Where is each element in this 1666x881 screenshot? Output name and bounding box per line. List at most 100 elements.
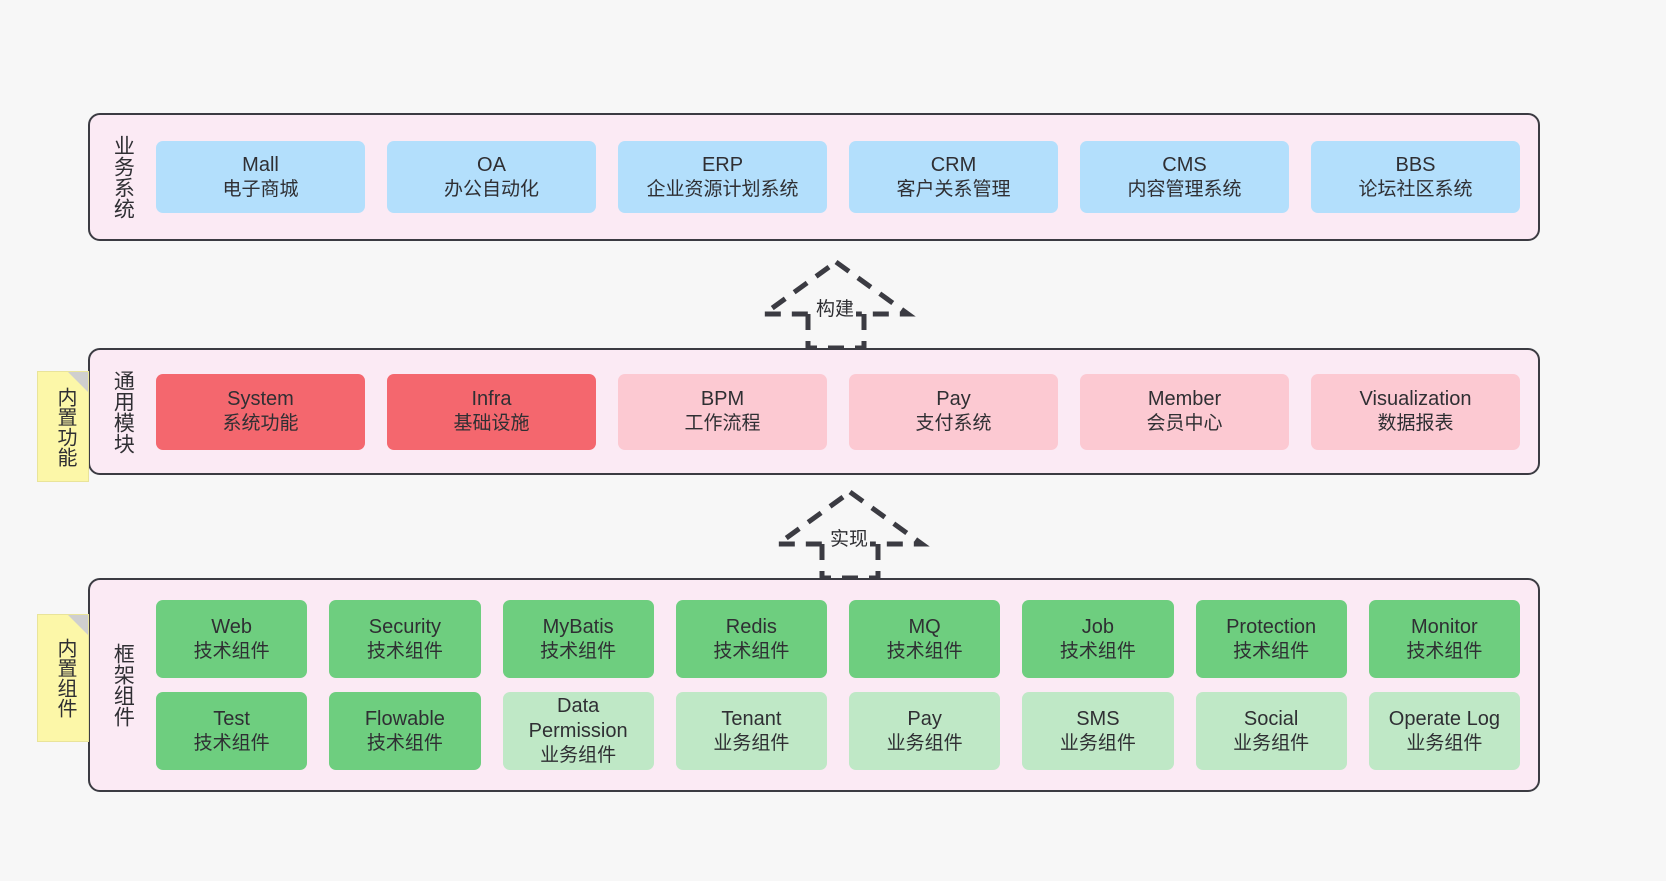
card-title-en: BPM [700, 388, 745, 411]
card-title-cn: 业务组件 [1233, 732, 1310, 754]
card-operate-log[interactable]: Operate Log 业务组件 [1368, 692, 1520, 770]
card-title-cn: 技术组件 [366, 640, 443, 662]
card-title-en: Operate Log [1388, 707, 1500, 730]
card-flowable[interactable]: Flowable 技术组件 [329, 692, 481, 770]
card-title-cn: 技术组件 [540, 640, 617, 662]
card-title-en: Monitor [1411, 615, 1478, 638]
card-pay-component[interactable]: Pay 业务组件 [849, 692, 1001, 770]
card-data-permission[interactable]: Data Permission 业务组件 [502, 692, 654, 770]
card-mall[interactable]: Mall 电子商城 [156, 141, 365, 213]
card-title-cn: 技术组件 [1233, 640, 1310, 662]
card-mybatis[interactable]: MyBatis 技术组件 [502, 600, 654, 678]
card-title-cn: 客户关系管理 [896, 178, 1011, 200]
card-title-en: Infra [471, 388, 512, 411]
card-monitor[interactable]: Monitor 技术组件 [1368, 600, 1520, 678]
card-title-cn: 业务组件 [713, 732, 790, 754]
card-title-cn: 技术组件 [713, 640, 790, 662]
card-title-cn: 技术组件 [193, 732, 270, 754]
card-cms[interactable]: CMS 内容管理系统 [1080, 141, 1289, 213]
card-visualization[interactable]: Visualization 数据报表 [1311, 373, 1520, 450]
card-title-cn: 技术组件 [1059, 640, 1136, 662]
card-title-cn: 电子商城 [222, 178, 299, 200]
card-bbs[interactable]: BBS 论坛社区系统 [1311, 141, 1520, 213]
card-title-en: Data Permission [528, 695, 628, 743]
card-title-cn: 数据报表 [1377, 413, 1454, 435]
card-title-en: Security [368, 615, 441, 638]
card-title-cn: 基础设施 [453, 413, 530, 435]
card-bpm[interactable]: BPM 工作流程 [618, 373, 827, 450]
card-title-cn: 论坛社区系统 [1358, 178, 1473, 200]
layer-common-body: System 系统功能 Infra 基础设施 BPM 工作流程 Pay 支付系统… [142, 350, 1538, 473]
card-title-en: Flowable [364, 707, 445, 730]
card-title-en: BBS [1395, 153, 1436, 176]
layer-common-title: 通用模块 [111, 369, 135, 454]
card-title-en: Pay [907, 707, 942, 730]
card-infra[interactable]: Infra 基础设施 [387, 373, 596, 450]
card-tenant[interactable]: Tenant 业务组件 [675, 692, 827, 770]
note-builtin-features[interactable]: 内置功能 [37, 371, 89, 482]
card-web[interactable]: Web 技术组件 [156, 600, 308, 678]
card-title-cn: 企业资源计划系统 [646, 178, 799, 200]
layer-framework-components[interactable]: 框架组件 Web 技术组件 Security 技术组件 MyBatis 技术组件… [88, 578, 1540, 792]
card-test[interactable]: Test 技术组件 [156, 692, 308, 770]
common-card-row: System 系统功能 Infra 基础设施 BPM 工作流程 Pay 支付系统… [156, 373, 1520, 450]
framework-card-row-1: Web 技术组件 Security 技术组件 MyBatis 技术组件 Redi… [156, 600, 1520, 678]
note-fold-corner-icon [68, 615, 88, 635]
card-title-cn: 技术组件 [193, 640, 270, 662]
card-title-en: OA [477, 153, 506, 176]
card-title-cn: 业务组件 [1406, 732, 1483, 754]
card-title-cn: 业务组件 [1059, 732, 1136, 754]
card-title-cn: 业务组件 [886, 732, 963, 754]
layer-business-body: Mall 电子商城 OA 办公自动化 ERP 企业资源计划系统 CRM 客户关系… [142, 115, 1538, 239]
card-title-en: CMS [1162, 153, 1207, 176]
card-title-cn: 系统功能 [222, 413, 299, 435]
card-title-en: Member [1147, 388, 1222, 411]
arrow-build-label: 构建 [814, 294, 857, 321]
card-title-en: ERP [701, 153, 744, 176]
layer-common-modules[interactable]: 通用模块 System 系统功能 Infra 基础设施 BPM 工作流程 Pay… [88, 348, 1540, 475]
card-title-en: Job [1081, 615, 1114, 638]
card-title-cn: 内容管理系统 [1127, 178, 1242, 200]
card-title-en: Tenant [721, 707, 782, 730]
card-title-en: Visualization [1359, 388, 1472, 411]
card-system[interactable]: System 系统功能 [156, 373, 365, 450]
card-mq[interactable]: MQ 技术组件 [849, 600, 1001, 678]
business-card-row: Mall 电子商城 OA 办公自动化 ERP 企业资源计划系统 CRM 客户关系… [156, 141, 1520, 213]
card-security[interactable]: Security 技术组件 [329, 600, 481, 678]
card-oa[interactable]: OA 办公自动化 [387, 141, 596, 213]
card-title-cn: 技术组件 [366, 732, 443, 754]
card-title-cn: 工作流程 [684, 413, 761, 435]
note-builtin-features-label: 内置功能 [54, 386, 76, 467]
framework-card-row-2: Test 技术组件 Flowable 技术组件 Data Permission … [156, 692, 1520, 770]
card-title-en: CRM [930, 153, 977, 176]
card-sms[interactable]: SMS 业务组件 [1022, 692, 1174, 770]
card-title-en: Mall [242, 153, 279, 176]
card-title-cn: 支付系统 [915, 413, 992, 435]
card-erp[interactable]: ERP 企业资源计划系统 [618, 141, 827, 213]
note-builtin-components[interactable]: 内置组件 [37, 614, 89, 742]
card-title-en: Pay [936, 388, 971, 411]
note-builtin-components-label: 内置组件 [54, 638, 76, 718]
card-member[interactable]: Member 会员中心 [1080, 373, 1289, 450]
card-job[interactable]: Job 技术组件 [1022, 600, 1174, 678]
card-title-cn: 技术组件 [886, 640, 963, 662]
card-title-en: System [227, 388, 294, 411]
layer-business-systems[interactable]: 业务系统 Mall 电子商城 OA 办公自动化 ERP 企业资源计划系统 CRM… [88, 113, 1540, 241]
card-title-en: Redis [725, 615, 777, 638]
card-title-en: MyBatis [542, 615, 614, 638]
layer-framework-title: 框架组件 [111, 643, 135, 727]
card-protection[interactable]: Protection 技术组件 [1195, 600, 1347, 678]
card-title-en: MQ [908, 615, 941, 638]
card-title-cn: 办公自动化 [443, 178, 539, 200]
card-pay[interactable]: Pay 支付系统 [849, 373, 1058, 450]
card-title-en: Protection [1226, 615, 1317, 638]
arrow-build: 构建 [756, 258, 916, 350]
card-title-en: Social [1243, 707, 1299, 730]
card-social[interactable]: Social 业务组件 [1195, 692, 1347, 770]
arrow-implement: 实现 [770, 488, 930, 580]
card-redis[interactable]: Redis 技术组件 [675, 600, 827, 678]
card-title-cn: 会员中心 [1146, 413, 1223, 435]
card-title-en: SMS [1076, 707, 1120, 730]
card-crm[interactable]: CRM 客户关系管理 [849, 141, 1058, 213]
